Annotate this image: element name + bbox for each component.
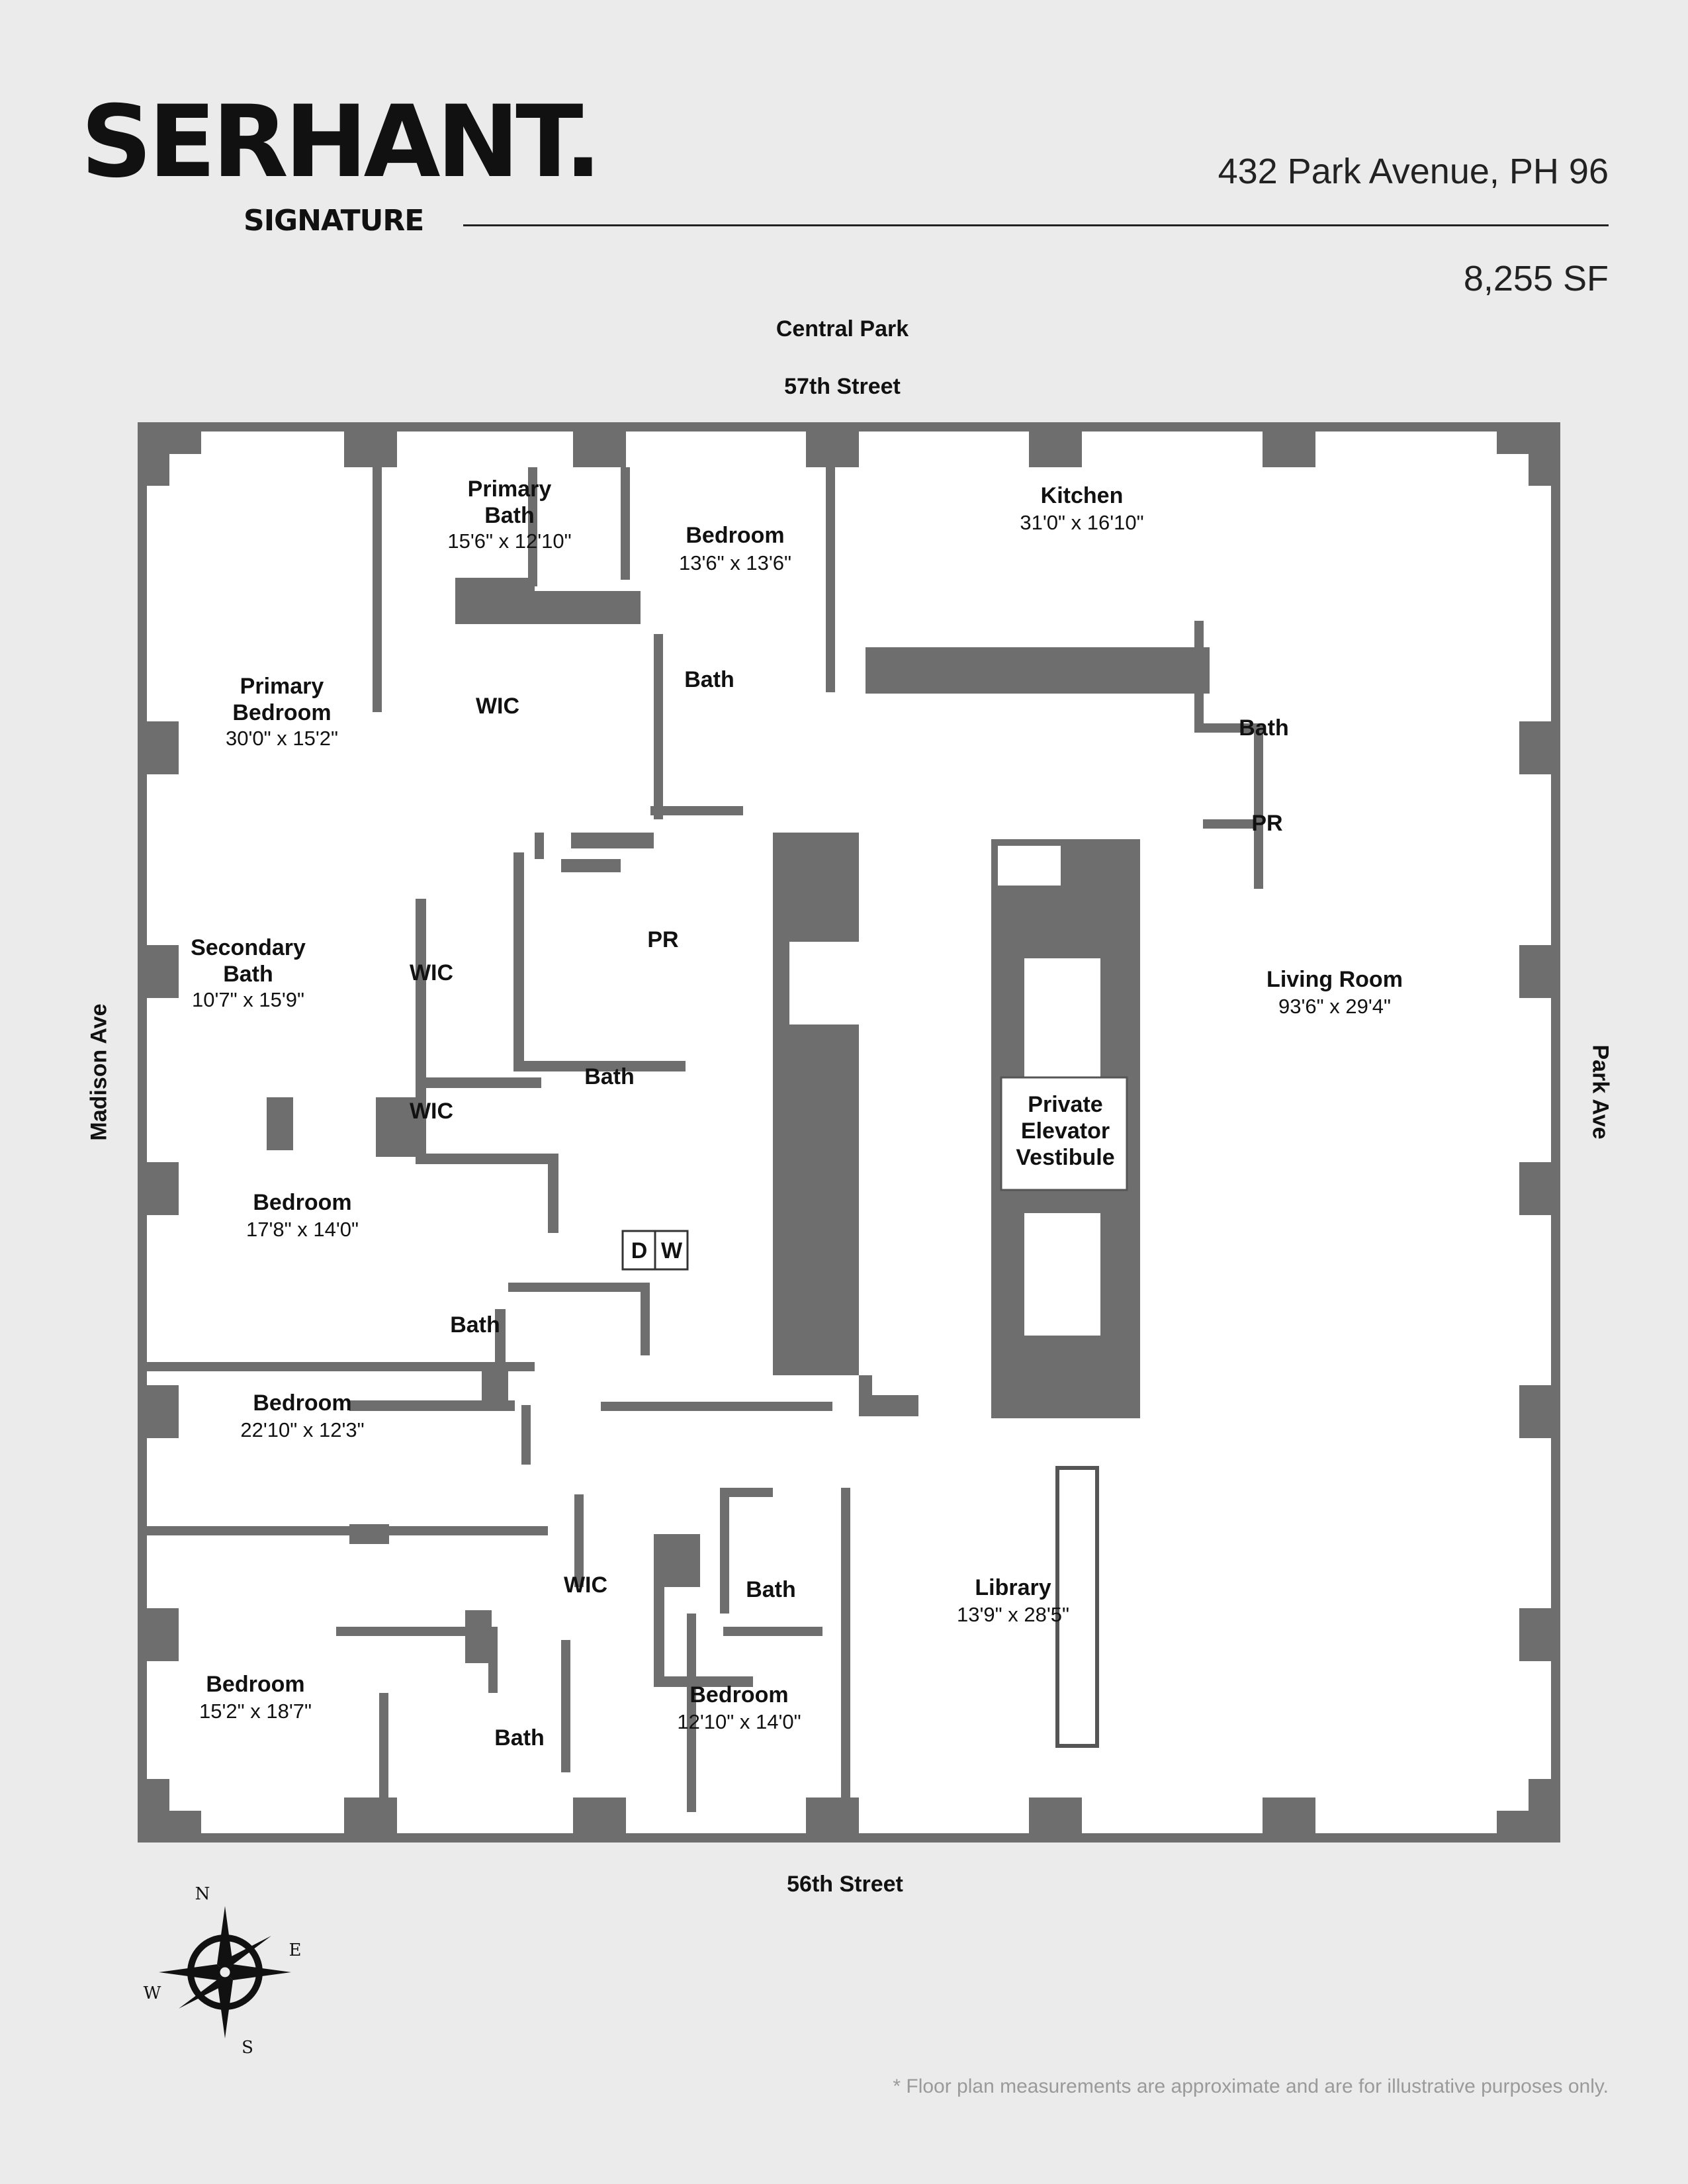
serhant-logo: SERHANT. xyxy=(81,85,602,200)
room-label-wic-south: WIC xyxy=(564,1572,607,1598)
room-label-pr-hall: PR xyxy=(647,927,678,952)
room-label-wic-secondary: WIC xyxy=(410,960,453,985)
room-label-kitchen: Kitchen xyxy=(1041,483,1124,508)
compass-e-label: E xyxy=(289,1940,302,1960)
room-label-bedroom-west: Bedroom xyxy=(253,1190,351,1215)
compass-n-label: N xyxy=(195,1884,210,1904)
footnote: * Floor plan measurements are approximat… xyxy=(893,2075,1609,2097)
square-footage: 8,255 SF xyxy=(1463,259,1609,298)
room-label-bedroom-north: Bedroom xyxy=(686,523,784,548)
room-label-living-room: Living Room xyxy=(1266,967,1403,992)
north-street-label: 57th Street xyxy=(784,374,901,399)
washer-label: W xyxy=(661,1238,683,1263)
room-dim-bedroom-southwest: 15'2" x 18'7" xyxy=(199,1700,312,1723)
room-label-library: Library xyxy=(975,1575,1051,1600)
south-street-label: 56th Street xyxy=(787,1872,903,1897)
compass-w-label: W xyxy=(144,1983,161,2003)
room-label-bath-kitchen: Bath xyxy=(1239,715,1289,741)
room-dim-living-room: 93'6" x 29'4" xyxy=(1278,995,1391,1018)
room-dim-secondary-bath: 10'7" x 15'9" xyxy=(192,988,304,1011)
room-dim-library: 13'9" x 28'5" xyxy=(957,1603,1069,1626)
property-address: 432 Park Avenue, PH 96 xyxy=(1218,152,1609,191)
room-dim-bedroom-mid: 22'10" x 12'3" xyxy=(240,1418,364,1441)
header-divider xyxy=(463,224,1609,226)
room-label-wic-primary: WIC xyxy=(476,694,519,719)
signature-label: SIGNATURE xyxy=(244,204,424,238)
east-street-label: Park Ave xyxy=(1587,1044,1613,1140)
compass-s-label: S xyxy=(242,2038,253,2058)
room-dim-bedroom-north: 13'6" x 13'6" xyxy=(679,551,791,574)
room-label-bath-southwest: Bath xyxy=(494,1725,545,1751)
room-dim-bedroom-south: 12'10" x 14'0" xyxy=(677,1710,801,1733)
room-label-bath-west: Bath xyxy=(450,1312,500,1338)
room-dim-bedroom-west: 17'8" x 14'0" xyxy=(246,1218,359,1241)
room-label-bedroom-mid: Bedroom xyxy=(253,1390,351,1416)
room-dim-primary-bedroom: 30'0" x 15'2" xyxy=(226,727,338,750)
central-park-label: Central Park xyxy=(776,316,909,341)
west-street-label: Madison Ave xyxy=(86,1003,112,1141)
room-label-bedroom-south: Bedroom xyxy=(689,1682,788,1707)
room-label-bath-hall: Bath xyxy=(584,1064,635,1089)
room-label-pr-kitchen: PR xyxy=(1251,811,1282,836)
room-label-bedroom-southwest: Bedroom xyxy=(206,1672,304,1697)
room-label-bath-north: Bath xyxy=(684,667,734,692)
room-dim-kitchen: 31'0" x 16'10" xyxy=(1020,511,1143,534)
compass-rose: N E S W xyxy=(144,1884,302,2058)
dryer-label: D xyxy=(631,1238,648,1263)
floor-plan-walls xyxy=(138,422,1560,1843)
room-label-bath-south: Bath xyxy=(746,1577,796,1602)
room-dim-primary-bath: 15'6" x 12'10" xyxy=(447,529,571,553)
room-label-wic-hall: WIC xyxy=(410,1099,453,1124)
